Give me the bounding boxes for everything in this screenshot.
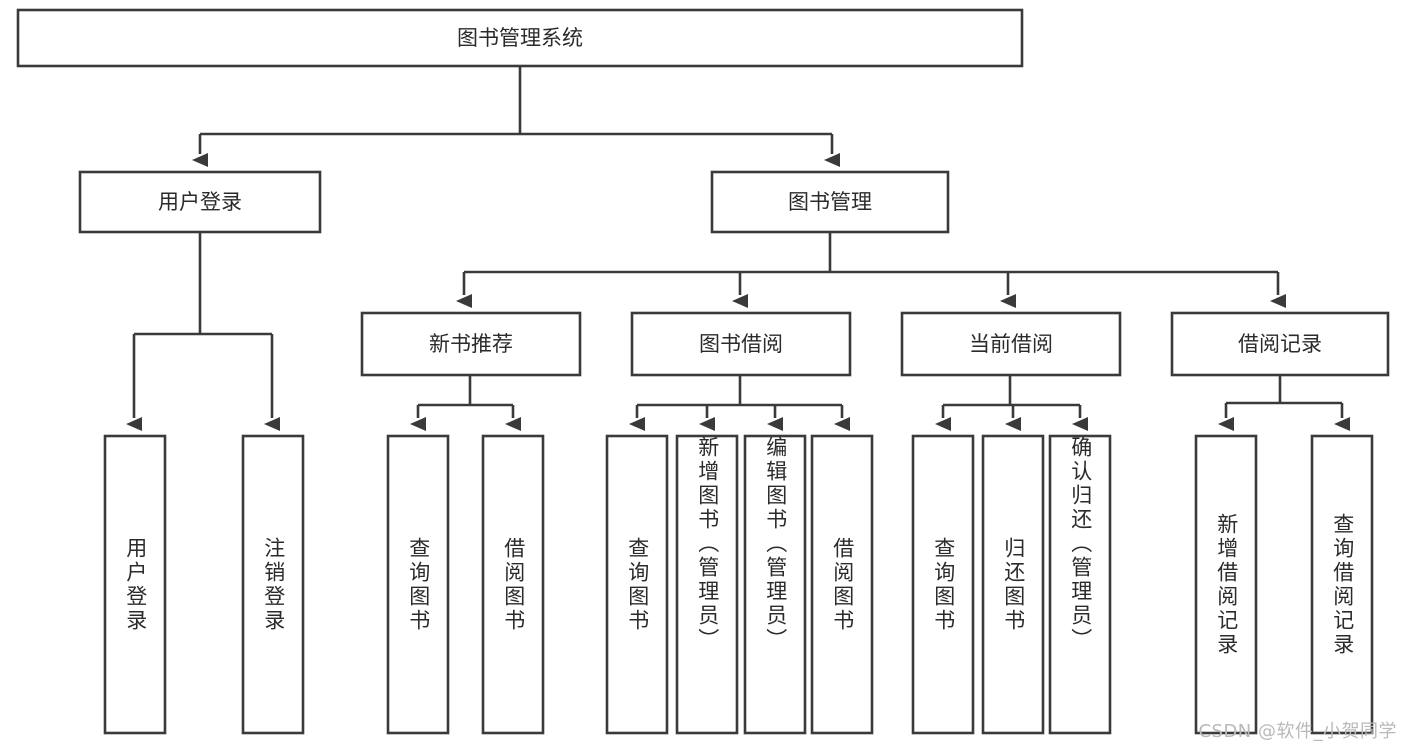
node-book-management-box[interactable] [710,170,950,234]
leaf-box-edit-book-admin[interactable] [743,434,807,735]
node-new-book-recommend-box[interactable] [360,311,582,377]
leaf-box-borrow-book-1[interactable] [481,434,545,735]
node-book-borrow-box[interactable] [630,311,852,377]
node-new-book-recommend[interactable]: 新书推荐 [360,311,582,377]
leaf-box-query-borrow-record[interactable] [1310,434,1374,735]
leaf-box-query-book-2[interactable] [605,434,669,735]
leaf-box-user-login[interactable] [103,434,167,735]
node-user-login-label: 用户登录 [158,190,242,214]
node-borrow-record-label: 借阅记录 [1238,332,1322,356]
watermark-text: CSDN @软件_小贺同学 [1198,721,1397,742]
leaf-box-query-book-1[interactable] [386,434,450,735]
leaf-box-logout[interactable] [241,434,305,735]
node-book-management-label: 图书管理 [788,190,872,214]
connector-layer [126,66,1350,431]
node-user-login-box[interactable] [78,170,322,234]
node-book-management[interactable]: 图书管理 [710,170,950,234]
node-layer: 图书管理系统 用户登录 图书管理 新书推荐 图书借阅 当前 [16,8,1390,735]
node-book-borrow-label: 图书借阅 [699,332,783,356]
node-book-borrow[interactable]: 图书借阅 [630,311,852,377]
node-borrow-record[interactable]: 借阅记录 [1170,311,1390,377]
node-new-book-recommend-label: 新书推荐 [429,332,513,356]
leaf-box-return-book[interactable] [981,434,1045,735]
leaf-box-query-book-3[interactable] [911,434,975,735]
node-current-borrow[interactable]: 当前借阅 [900,311,1122,377]
node-borrow-record-box[interactable] [1170,311,1390,377]
node-current-borrow-label: 当前借阅 [969,332,1053,356]
node-root-label: 图书管理系统 [457,26,583,50]
node-root-box[interactable] [16,8,1024,68]
node-current-borrow-box[interactable] [900,311,1122,377]
node-user-login[interactable]: 用户登录 [78,170,322,234]
leaf-box-borrow-book-2[interactable] [810,434,874,735]
leaf-box-add-borrow-record[interactable] [1194,434,1258,735]
leaf-box-confirm-return-admin[interactable] [1048,434,1112,735]
leaf-box-add-book-admin[interactable] [675,434,739,735]
node-root[interactable]: 图书管理系统 [16,8,1024,68]
